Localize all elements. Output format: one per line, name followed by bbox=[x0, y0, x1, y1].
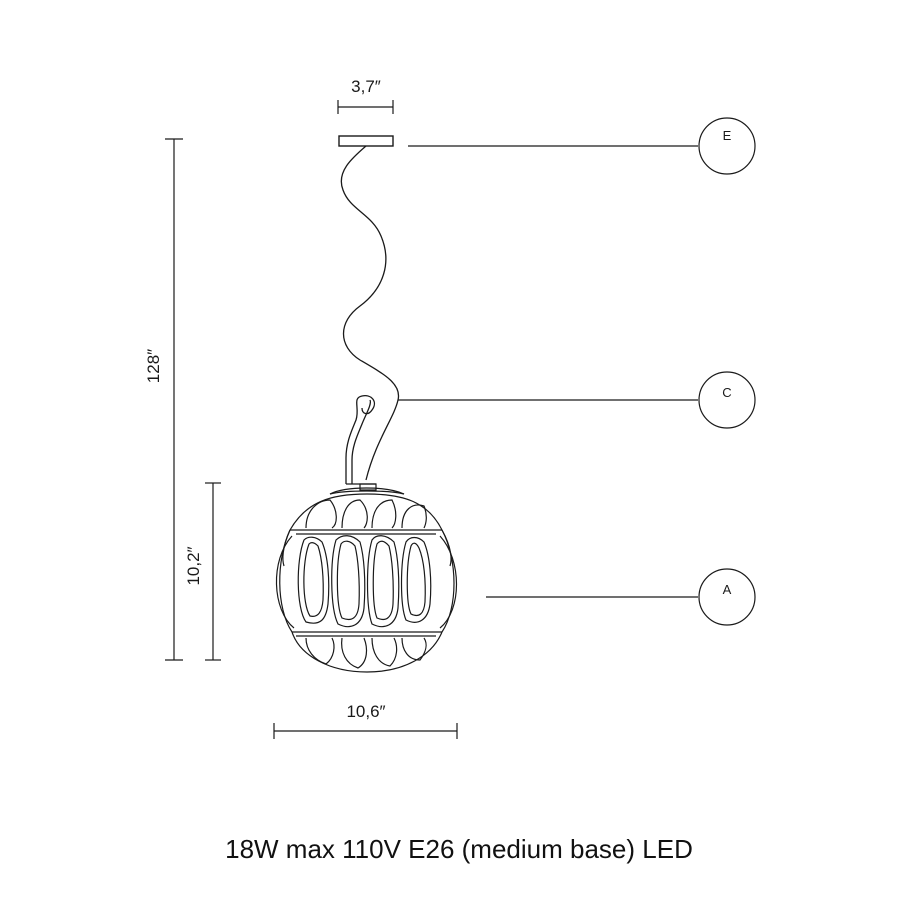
shade-height-label: 10,2″ bbox=[184, 546, 203, 585]
callout-e-circle bbox=[698, 117, 756, 175]
overall-height-dimension bbox=[165, 138, 183, 661]
shade-width-label: 10,6″ bbox=[346, 702, 385, 721]
callout-c-label: C bbox=[722, 385, 731, 400]
shade-height-dimension bbox=[205, 482, 221, 661]
callout-a-circle bbox=[698, 568, 756, 626]
callout-e-label: E bbox=[723, 128, 732, 143]
canopy bbox=[338, 135, 394, 147]
callout-c-circle bbox=[698, 371, 756, 429]
shade-width-dimension bbox=[273, 723, 458, 739]
power-cable bbox=[340, 145, 400, 481]
specification-caption: 18W max 110V E26 (medium base) LED bbox=[225, 834, 693, 864]
lamp-shade bbox=[275, 483, 457, 673]
hook bbox=[345, 395, 376, 485]
overall-height-label: 128″ bbox=[144, 349, 163, 383]
canopy-width-dimension bbox=[337, 100, 394, 114]
callout-a-label: A bbox=[723, 582, 732, 597]
canopy-width-label: 3,7″ bbox=[351, 77, 381, 96]
